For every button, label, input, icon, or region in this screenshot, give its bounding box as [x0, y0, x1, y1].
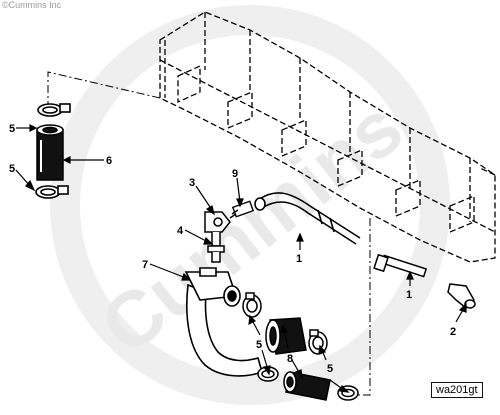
callout-1-tube: 1 — [296, 253, 302, 265]
hose-clamp-mid — [242, 292, 262, 318]
callout-9: 9 — [232, 168, 238, 180]
callout-5-mid: 5 — [256, 339, 262, 351]
elbow-connector — [447, 283, 476, 310]
callout-3: 3 — [189, 177, 195, 189]
coolant-tube — [254, 192, 361, 245]
callout-2: 2 — [450, 326, 456, 338]
callout-6: 6 — [106, 155, 112, 167]
callout-leaders — [15, 124, 467, 393]
hose-clamp-upper — [37, 103, 71, 117]
coolant-hose — [36, 124, 64, 181]
capscrew — [373, 253, 428, 278]
hose-clamp-lower — [35, 185, 69, 199]
callout-5-lower: 5 — [9, 163, 15, 175]
figure-id-label: wa201gt — [431, 382, 483, 398]
callout-1-capscrew: 1 — [406, 289, 412, 301]
callout-5-right: 5 — [327, 363, 333, 375]
callout-labels: 5 5 6 3 9 4 7 1 1 2 5 8 5 — [9, 123, 456, 375]
callout-4: 4 — [177, 225, 184, 237]
callout-7: 7 — [142, 259, 148, 271]
formed-hose — [184, 267, 263, 377]
elbow-fitting — [204, 211, 231, 263]
callout-5-upper: 5 — [9, 123, 15, 135]
short-hose-upper — [265, 317, 307, 355]
leader-lines — [47, 71, 371, 396]
copyright-notice: ©Cummins Inc — [2, 0, 62, 10]
exhaust-manifold — [159, 11, 496, 263]
callout-8: 8 — [287, 353, 293, 365]
